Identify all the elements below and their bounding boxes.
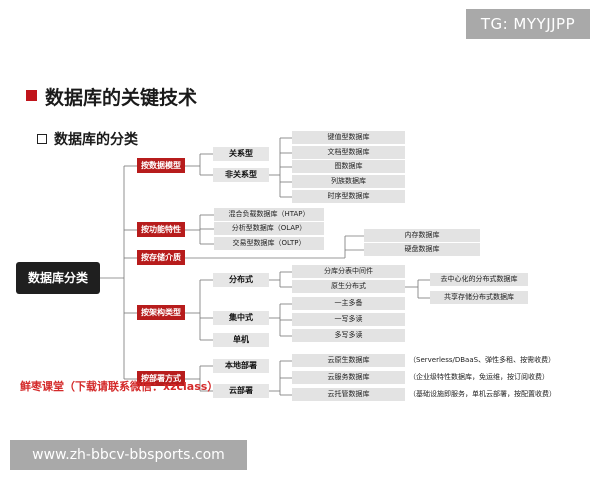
note-cloud-service: （企业级特性数据库，免运维，按订阅收费） <box>409 373 549 381</box>
leaf-keyvalue-db: 键值型数据库 <box>292 131 405 144</box>
root-node: 数据库分类 <box>16 262 100 294</box>
leaf-cloud-hosted-db: 云托管数据库 <box>292 388 405 401</box>
promo-text: 鲜枣课堂（下载请联系微信：xzclass） <box>20 380 219 393</box>
watermark-top: TG: MYYJJPP <box>466 9 590 39</box>
category-model: 按数据模型 <box>137 158 185 173</box>
leaf-multi-write-multi-read: 多写多读 <box>292 329 405 342</box>
node-nonrelational: 非关系型 <box>213 168 269 182</box>
category-deploy: 按部署方式 <box>137 371 185 386</box>
watermark-bottom: www.zh-bbcv-bbsports.com <box>10 440 247 470</box>
category-storage: 按存储介质 <box>137 250 185 265</box>
category-function: 按功能特性 <box>137 222 185 237</box>
leaf-one-write-multi-read: 一写多读 <box>292 313 405 326</box>
section-subtitle: 数据库的分类 <box>54 132 138 148</box>
leaf-timeseries-db: 时序型数据库 <box>292 190 405 203</box>
subtitle-bullet-icon <box>37 134 47 144</box>
node-single: 单机 <box>213 333 269 347</box>
leaf-oltp-db: 交易型数据库（OLTP） <box>214 237 324 250</box>
leaf-cloud-service-db: 云服务数据库 <box>292 371 405 384</box>
leaf-htap-db: 混合负载数据库（HTAP） <box>214 208 324 221</box>
node-local-deploy: 本地部署 <box>213 359 269 373</box>
leaf-sharding-middleware: 分库分表中间件 <box>292 265 405 278</box>
category-architecture: 按架构类型 <box>137 305 185 320</box>
leaf-graph-db: 图数据库 <box>292 160 405 173</box>
leaf-cloud-native-db: 云原生数据库 <box>292 354 405 367</box>
leaf-columnfamily-db: 列族数据库 <box>292 175 405 188</box>
note-cloud-native: （Serverless/DBaaS、弹性多租、按需收费） <box>409 356 556 364</box>
title-marker <box>26 90 37 101</box>
note-cloud-hosted: （基础设施即服务，单机云部署，按配置收费） <box>409 390 556 398</box>
leaf-native-distributed: 原生分布式 <box>292 280 405 293</box>
leaf-olap-db: 分析型数据库（OLAP） <box>214 222 324 235</box>
node-relational: 关系型 <box>213 147 269 161</box>
leaf-document-db: 文档型数据库 <box>292 146 405 159</box>
leaf-one-primary-multi-standby: 一主多备 <box>292 297 405 310</box>
leaf-shared-storage-db: 共享存储分布式数据库 <box>430 291 528 304</box>
leaf-disk-db: 硬盘数据库 <box>364 243 480 256</box>
node-distributed: 分布式 <box>213 273 269 287</box>
page-title: 数据库的关键技术 <box>45 87 198 109</box>
leaf-decentralized-db: 去中心化的分布式数据库 <box>430 273 528 286</box>
node-cloud-deploy: 云部署 <box>213 384 269 398</box>
leaf-memory-db: 内存数据库 <box>364 229 480 242</box>
node-centralized: 集中式 <box>213 311 269 325</box>
